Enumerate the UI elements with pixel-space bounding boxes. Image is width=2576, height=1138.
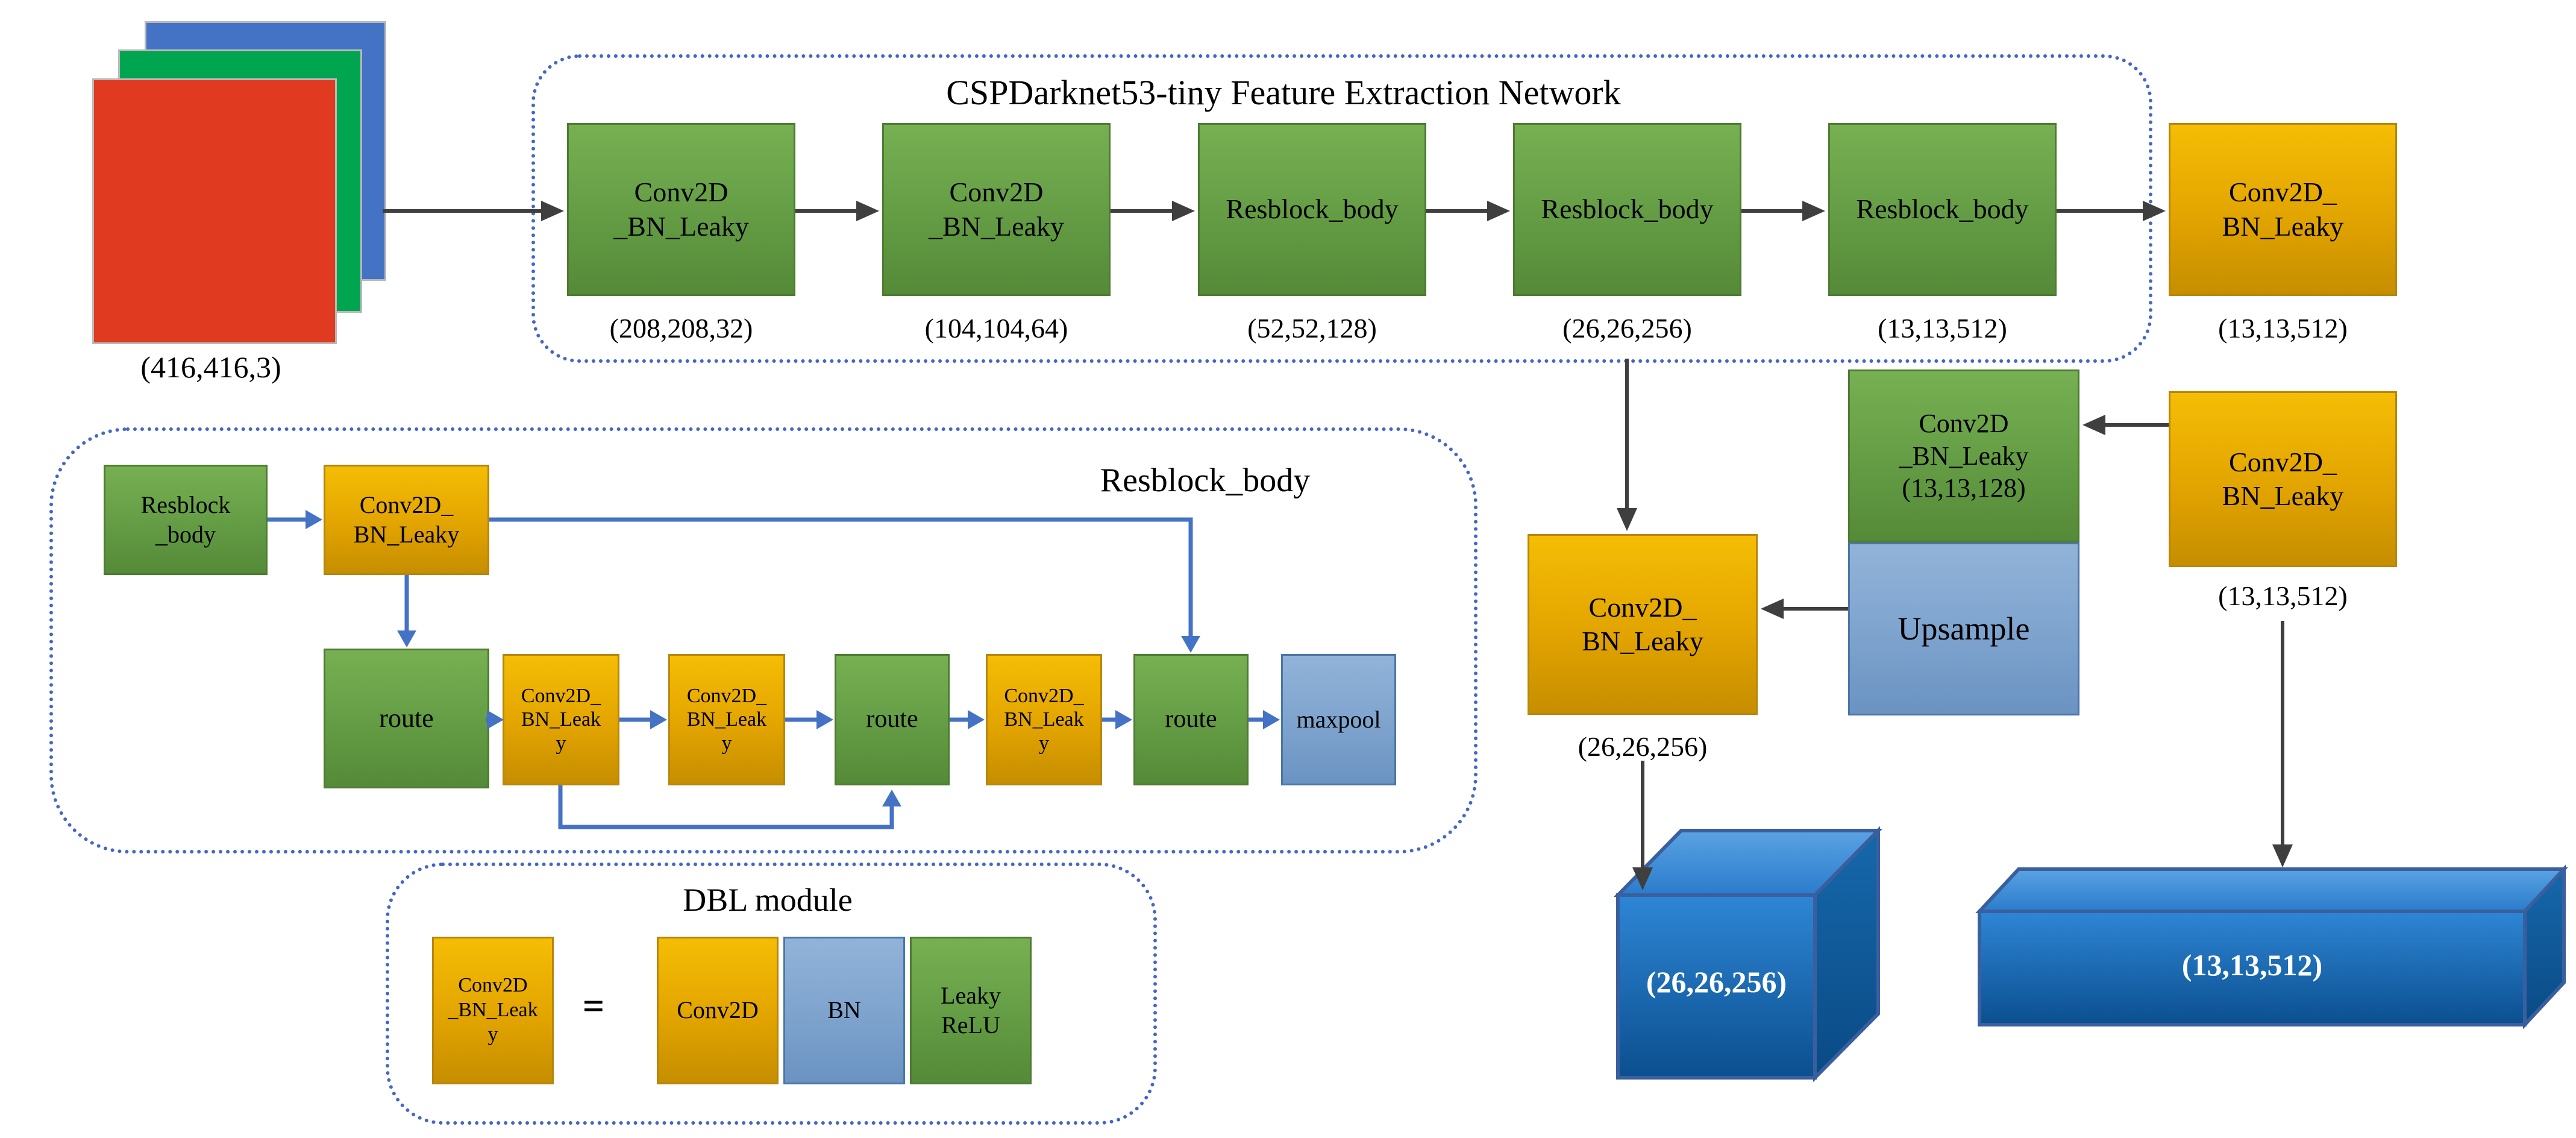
rb-conv1-line1: Conv2D_ [521,685,601,708]
dbl-conv2d-label: Conv2D [677,996,759,1024]
fx-conv1-block: Conv2D _BN_Leaky [567,123,795,296]
resblock-detail-title: Resblock_body [1100,462,1311,499]
rb-input-line2: _body [155,520,216,548]
head-conv-mid-26-block: Conv2D_ BN_Leaky [1528,534,1758,715]
head-conv-mid-line2: BN_Leaky [1582,626,1703,656]
head-conv-green-128-block: Conv2D _BN_Leaky (13,13,128) [1848,369,2079,542]
fx-conv2-dim: (104,104,64) [924,313,1068,344]
dbl-left-line2: _BN_Leak [448,999,538,1022]
rb-conv-top-line2: BN_Leaky [353,520,460,548]
input-dim-label: (416,416,3) [140,350,281,384]
output-cube-label: (26,26,256) [1646,965,1787,999]
dbl-module-container [386,863,1157,1125]
fx-resblock2-dim: (26,26,256) [1562,313,1692,344]
dbl-bn-block: BN [783,937,905,1084]
rb-route2-block: route [835,654,950,785]
head-conv-right-dim: (13,13,512) [2218,580,2348,611]
rb-conv2-block: Conv2D_ BN_Leak y [668,654,785,785]
dbl-left-line1: Conv2D [458,974,528,997]
rb-maxpool-block: maxpool [1281,654,1396,785]
feature-network-title: CSPDarknet53-tiny Feature Extraction Net… [946,73,1621,112]
main-flow-arrows [383,201,2293,890]
head-conv-right-line1: Conv2D_ [2229,446,2337,477]
fx-conv1-dim: (208,208,32) [609,313,753,344]
upsample-block: Upsample [1848,542,2079,715]
rb-conv1-line2: BN_Leak [521,708,601,731]
fx-resblock2-label: Resblock_body [1541,193,1714,225]
dbl-left-line3: y [487,1023,498,1046]
rb-conv1-block: Conv2D_ BN_Leak y [503,654,619,785]
head-conv-top-right-dim: (13,13,512) [2218,313,2348,344]
rb-conv2-line2: BN_Leak [686,708,767,731]
output-cube-26 [1613,826,1883,1083]
head-conv-top-right-line1: Conv2D_ [2229,177,2337,208]
fx-conv1-line2: _BN_Leaky [613,210,749,242]
resblock-detail-arrows [268,510,1280,829]
rb-conv3-line1: Conv2D_ [1004,685,1084,708]
fx-conv1-line1: Conv2D [634,177,729,208]
fx-conv2-line2: _BN_Leaky [929,210,1064,242]
fx-resblock1-label: Resblock_body [1226,193,1399,225]
rb-input-line1: Resblock [140,491,231,518]
input-channel-red [92,78,337,344]
dbl-leaky-line2: ReLU [941,1011,1000,1039]
upsample-label: Upsample [1898,610,2030,647]
fx-conv2-line1: Conv2D [949,177,1044,208]
fx-resblock3-label: Resblock_body [1856,193,2029,225]
rb-conv-top-line1: Conv2D_ [359,491,454,518]
rb-conv-top-block: Conv2D_ BN_Leaky [324,465,489,575]
fx-resblock3-dim: (13,13,512) [1878,313,2007,344]
fx-resblock1-block: Resblock_body [1198,123,1426,296]
rb-conv1-line3: y [556,732,566,755]
head-conv-green-line3: (13,13,128) [1902,473,2026,503]
head-conv-top-right-line2: BN_Leaky [2222,210,2344,242]
fx-resblock2-block: Resblock_body [1513,123,1741,296]
skip-convtop-to-route3 [489,517,1200,653]
dbl-module-title: DBL module [683,882,853,918]
rb-conv3-line2: BN_Leak [1004,708,1084,731]
output-slab-label: (13,13,512) [2181,948,2323,982]
dbl-left-block: Conv2D _BN_Leak y [432,937,554,1084]
fx-resblock3-block: Resblock_body [1828,123,2057,296]
dbl-equals-sign: = [582,984,605,1027]
rb-conv2-line1: Conv2D_ [686,685,767,708]
rb-route1-block: route [324,649,489,788]
head-conv-right-line2: BN_Leaky [2222,480,2344,511]
head-conv-green-line1: Conv2D [1919,408,2009,438]
head-conv-mid-dim: (26,26,256) [1578,731,1708,762]
rb-input-block: Resblock _body [104,465,268,575]
rb-route2-label: route [866,705,918,734]
rb-conv2-line3: y [721,732,732,755]
head-conv-mid-line1: Conv2D_ [1588,591,1697,623]
rb-route1-label: route [379,703,434,734]
skip-conv1-to-route2 [558,785,901,829]
resblock-detail-container [49,427,1478,854]
head-conv-green-line2: _BN_Leaky [1899,441,2029,471]
dbl-bn-label: BN [827,996,861,1024]
dbl-conv2d-block: Conv2D [657,937,779,1084]
fx-conv2-block: Conv2D _BN_Leaky [882,123,1111,296]
fx-resblock1-dim: (52,52,128) [1247,313,1377,344]
head-conv-right-block: Conv2D_ BN_Leaky [2169,391,2397,567]
head-conv-top-right-block: Conv2D_ BN_Leaky [2169,123,2397,296]
dbl-leaky-line1: Leaky [941,981,1001,1009]
rb-route3-label: route [1165,705,1217,734]
rb-conv3-line3: y [1039,732,1049,755]
dbl-leaky-block: Leaky ReLU [910,937,1032,1084]
output-slab-13 [1975,864,2568,1030]
rb-maxpool-label: maxpool [1296,705,1381,733]
rb-conv3-block: Conv2D_ BN_Leak y [986,654,1102,785]
rb-route3-block: route [1133,654,1249,785]
